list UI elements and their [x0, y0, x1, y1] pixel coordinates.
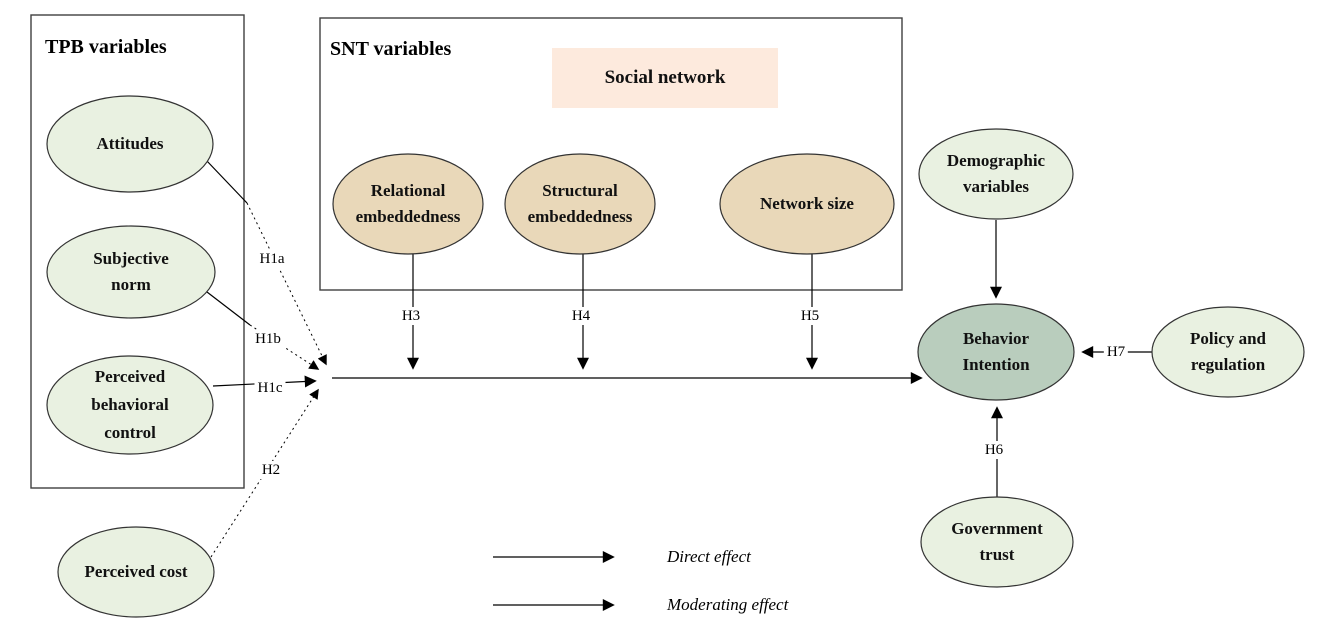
node-policy-and-regulation — [1151, 306, 1305, 398]
h7-label: H7 — [1103, 343, 1129, 361]
snt-box-title: SNT variables — [330, 38, 452, 60]
network-size-label: Network size — [760, 194, 854, 213]
legend-direct-label: Direct effect — [667, 547, 751, 566]
relational-embeddedness-label: Relational embeddedness — [355, 181, 461, 226]
social-network-banner — [552, 48, 778, 108]
node-structural-embeddedness — [504, 153, 656, 255]
h3-label: H3 — [398, 307, 424, 325]
h5-label: H5 — [797, 307, 823, 325]
arrow-h1b-solid-segment — [206, 291, 251, 326]
node-government-trust — [920, 496, 1074, 588]
perceived-behavioral-control-label: Perceived behavioral control — [91, 367, 169, 442]
h4-label: H4 — [568, 307, 594, 325]
subjective-norm-label: Subjective norm — [93, 249, 169, 294]
node-perceived-behavioral-control — [46, 355, 214, 455]
h6-label: H6 — [981, 441, 1007, 459]
behavior-intention-label: Behavior Intention — [962, 329, 1030, 374]
arrow-h1a-solid-segment — [205, 159, 248, 204]
policy-and-regulation-label: Policy and regulation — [1189, 329, 1267, 374]
demographic-variables-label: Demographic variables — [946, 151, 1046, 196]
node-behavior-intention — [917, 303, 1075, 401]
h1c-label: H1c — [254, 379, 286, 397]
h1a-label: H1a — [256, 250, 288, 268]
social-network-banner-label: Social network — [604, 67, 726, 88]
tpb-box-title: TPB variables — [45, 36, 167, 58]
structural-embeddedness-label: Structural embeddedness — [527, 181, 633, 226]
node-perceived-cost — [57, 526, 215, 618]
node-network-size — [719, 153, 895, 255]
attitudes-label: Attitudes — [96, 134, 164, 153]
h2-label: H2 — [258, 461, 284, 479]
node-attitudes — [46, 95, 214, 193]
government-trust-label: Government trust — [951, 519, 1043, 564]
node-relational-embeddedness — [332, 153, 484, 255]
node-subjective-norm — [46, 225, 216, 319]
node-demographic-variables — [918, 128, 1074, 220]
legend-moderating-label: Moderating effect — [667, 595, 789, 614]
h1b-label: H1b — [252, 330, 284, 348]
perceived-cost-label: Perceived cost — [84, 562, 188, 581]
